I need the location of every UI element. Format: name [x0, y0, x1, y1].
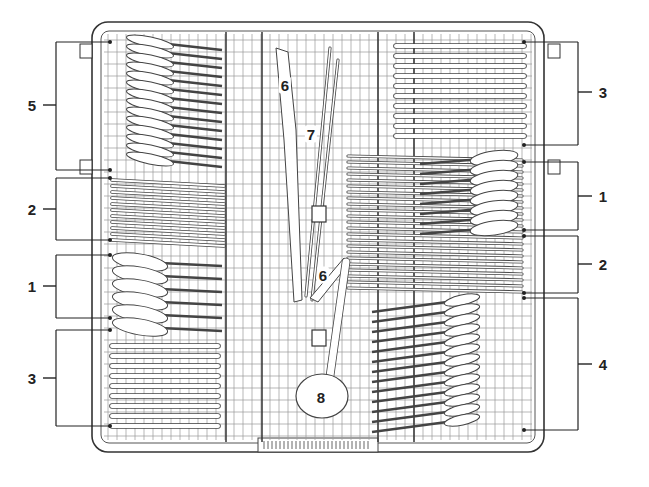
- callout-number: 6: [279, 77, 291, 94]
- callout-number: 1: [26, 278, 38, 295]
- callout-number: 4: [597, 356, 609, 373]
- cutlery: [111, 32, 524, 432]
- callout-number: 5: [26, 97, 38, 114]
- wire-grid: [104, 32, 532, 442]
- bracket-lines: [43, 40, 592, 432]
- callout-number: 7: [305, 126, 317, 143]
- callout-number: 6: [317, 267, 329, 284]
- callout-number: 8: [315, 389, 327, 406]
- tray: [80, 22, 560, 452]
- callout-number: 2: [26, 201, 38, 218]
- callout-number: 1: [597, 188, 609, 205]
- callout-number: 3: [26, 370, 38, 387]
- callout-number: 3: [597, 84, 609, 101]
- callout-number: 2: [597, 256, 609, 273]
